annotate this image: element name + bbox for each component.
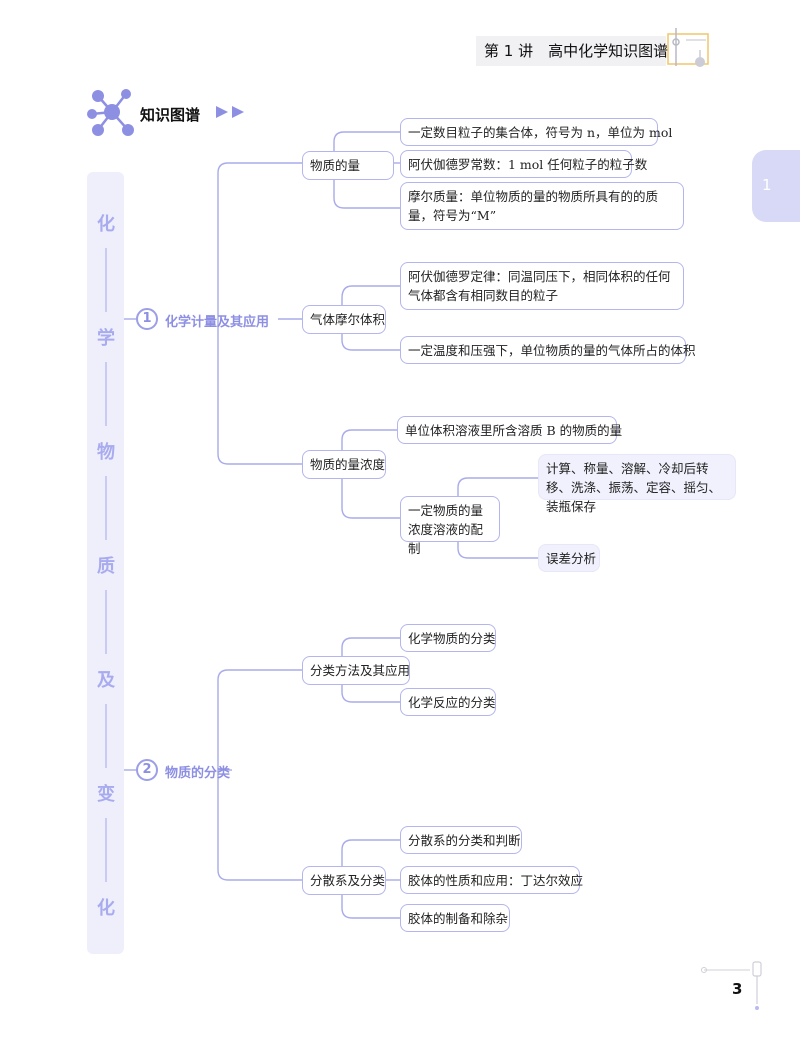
vertical-divider <box>105 704 107 768</box>
vertical-divider <box>105 362 107 426</box>
detail-box: 阿伏伽德罗常数：1 mol 任何粒子的粒子数 <box>400 150 647 178</box>
detail-box: 计算、称量、溶解、冷却后转移、洗涤、振荡、定容、摇匀、装瓶保存 <box>538 454 736 514</box>
chapter-tab <box>752 150 800 222</box>
detail-box: 分散系的分类和判断 <box>400 826 522 854</box>
lab-apparatus-icon <box>667 28 709 67</box>
detail-box: 阿伏伽德罗定律：同温同压下，相同体积的任何气体都含有相同数目的粒子 <box>400 262 684 310</box>
vertical-title-char: 化 <box>97 898 115 919</box>
vertical-title-char: 物 <box>97 442 115 463</box>
vertical-title-char: 变 <box>97 784 115 805</box>
vertical-title-char: 及 <box>97 670 115 691</box>
vertical-divider <box>105 248 107 312</box>
vertical-title-char: 化 <box>97 214 115 235</box>
header-bar <box>476 36 666 66</box>
detail-box: 化学反应的分类 <box>400 688 496 716</box>
category-number-badge: 1 <box>136 308 158 330</box>
double-arrow-icon <box>216 106 244 118</box>
category-label: 物质的分类 <box>165 766 231 781</box>
detail-box: 胶体的制备和除杂 <box>400 904 510 932</box>
molecule-icon <box>87 89 134 136</box>
section-title: 知识图谱 <box>140 106 201 124</box>
detail-box: 摩尔质量：单位物质的量的物质所具有的的质量，符号为“M” <box>400 182 684 230</box>
vertical-divider <box>105 590 107 654</box>
topic-box: 分散系及分类 <box>302 866 386 895</box>
topic-box: 一定物质的量浓度溶液的配制 <box>400 496 500 556</box>
detail-box: 误差分析 <box>538 544 600 572</box>
topic-box: 气体摩尔体积 <box>302 305 386 334</box>
topic-box: 物质的量浓度 <box>302 450 386 479</box>
dropper-decoration-icon <box>701 961 762 1010</box>
topic-box: 物质的量 <box>302 151 394 180</box>
category-number-badge: 2 <box>136 759 158 781</box>
page-number: 3 <box>732 980 743 998</box>
chapter-header-title: 第 1 讲 高中化学知识图谱 <box>484 42 669 60</box>
detail-box: 单位体积溶液里所含溶质 B 的物质的量 <box>397 416 622 444</box>
chapter-number: 1 <box>762 176 772 194</box>
vertical-divider <box>105 818 107 882</box>
detail-box: 胶体的性质和应用：丁达尔效应 <box>400 866 583 894</box>
vertical-divider <box>105 476 107 540</box>
category-label: 化学计量及其应用 <box>165 315 270 330</box>
detail-box: 化学物质的分类 <box>400 624 496 652</box>
vertical-title-char: 学 <box>97 328 115 349</box>
topic-box: 分类方法及其应用 <box>302 656 410 685</box>
detail-box: 一定温度和压强下，单位物质的量的气体所占的体积 <box>400 336 696 364</box>
detail-box: 一定数目粒子的集合体，符号为 n，单位为 mol <box>400 118 672 146</box>
vertical-title-char: 质 <box>97 556 115 577</box>
